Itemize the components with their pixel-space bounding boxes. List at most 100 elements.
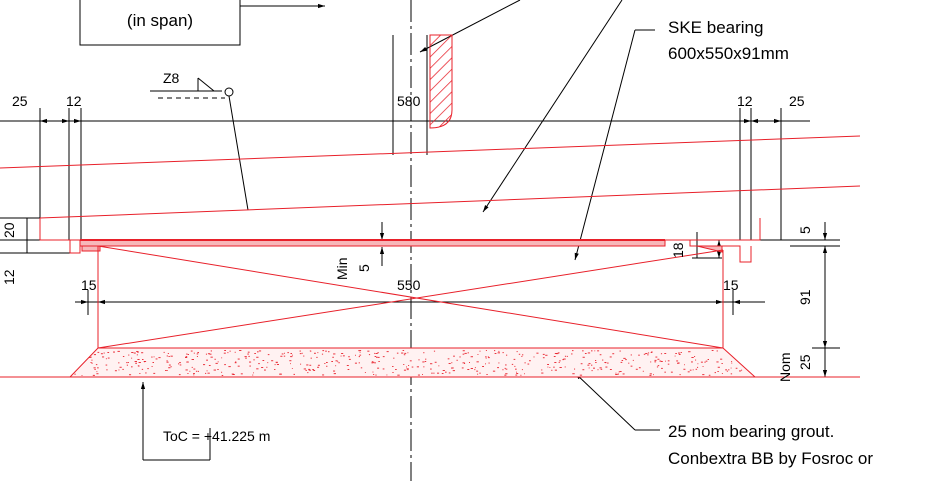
dim-18: 18 — [670, 242, 686, 258]
grout-speck — [193, 373, 195, 374]
grout-speck — [582, 369, 585, 371]
grout-speck — [93, 354, 96, 356]
grout-speck — [467, 352, 469, 354]
grout-speck — [437, 372, 440, 374]
grout-speck — [165, 370, 167, 371]
grout-speck — [205, 372, 207, 374]
grout-speck — [252, 374, 254, 376]
grout-speck — [166, 370, 168, 371]
grout-speck — [676, 360, 679, 362]
grout-speck — [505, 373, 508, 375]
grout-speck — [237, 358, 240, 360]
grout-speck — [155, 358, 158, 360]
grout-speck — [579, 374, 583, 376]
grout-speck — [574, 368, 576, 370]
grout-speck — [248, 355, 250, 357]
grout-speck — [554, 353, 558, 354]
grout-speck — [291, 368, 293, 369]
grout-speck — [185, 369, 188, 371]
grout-speck — [187, 373, 189, 374]
grout-speck — [137, 359, 140, 360]
grout-speck — [355, 354, 356, 356]
grout-speck — [168, 364, 171, 366]
grout-speck — [305, 369, 307, 371]
grout-speck — [607, 362, 609, 364]
grout-speck — [476, 361, 479, 363]
grout-speck — [107, 352, 110, 353]
grout-speck — [247, 353, 249, 355]
dim-left-15: 15 — [81, 277, 97, 293]
grout-speck — [306, 364, 309, 366]
grout-speck — [691, 361, 693, 363]
label-grout-line2: Conbextra BB by Fosroc or — [668, 449, 873, 468]
grout-speckle — [74, 350, 743, 376]
grout-speck — [152, 362, 154, 363]
grout-speck — [360, 367, 363, 369]
grout-speck — [705, 360, 708, 362]
grout-speck — [485, 356, 487, 358]
grout-speck — [655, 356, 658, 358]
grout-speck — [166, 360, 168, 362]
grout-speck — [231, 373, 234, 375]
grout-speck — [244, 356, 247, 358]
grout-speck — [597, 369, 599, 371]
grout-speck — [386, 351, 389, 353]
grout-speck — [623, 357, 626, 359]
dim-center-550: 550 — [397, 277, 421, 293]
grout-speck — [256, 356, 259, 358]
grout-speck — [96, 373, 99, 375]
grout-speck — [494, 353, 497, 354]
grout-speck — [697, 363, 699, 365]
grout-speck — [382, 368, 385, 370]
grout-speck — [695, 368, 698, 370]
grout-speck — [135, 362, 137, 364]
grout-speck — [726, 370, 728, 372]
grout-speck — [301, 352, 303, 354]
grout-speck — [374, 362, 376, 364]
grout-speck — [513, 358, 516, 360]
grout-speck — [434, 361, 437, 363]
grout-speck — [131, 352, 134, 353]
grout-speck — [679, 374, 681, 376]
grout-speck — [667, 360, 670, 362]
label-min: Min — [334, 257, 350, 280]
dim-right-15: 15 — [723, 277, 739, 293]
grout-speck — [741, 369, 743, 371]
grout-speck — [494, 350, 496, 352]
grout-speck — [522, 354, 524, 356]
grout-speck — [358, 362, 360, 364]
grout-speck — [451, 362, 453, 364]
grout-speck — [193, 352, 195, 354]
grout-speck — [425, 358, 427, 360]
grout-speck — [281, 353, 284, 355]
grout-speck — [139, 373, 141, 374]
grout-speck — [564, 366, 566, 368]
grout-speck — [126, 364, 128, 366]
grout-speck — [477, 373, 479, 375]
grout-speck — [95, 364, 98, 366]
grout-speck — [290, 353, 292, 354]
grout-speck — [280, 355, 283, 357]
grout-speck — [129, 374, 132, 376]
grout-speck — [422, 361, 425, 363]
grout-speck — [293, 373, 295, 375]
grout-speck — [185, 357, 188, 358]
grout-speck — [617, 373, 619, 375]
dim-top-center-580: 580 — [397, 93, 421, 109]
grout-speck — [274, 369, 276, 370]
grout-speck — [287, 352, 289, 354]
grout-speck — [215, 362, 218, 364]
grout-speck — [549, 367, 551, 368]
dim-top-right-25: 25 — [789, 93, 805, 109]
grout-speck — [721, 363, 723, 364]
grout-speck — [299, 353, 302, 355]
grout-speck — [433, 372, 435, 374]
grout-speck — [141, 368, 144, 370]
grout-speck — [730, 367, 732, 369]
dim-top-left-12: 12 — [66, 93, 82, 109]
grout-speck — [234, 351, 236, 353]
grout-speck — [333, 353, 336, 355]
label-grout-line1: 25 nom bearing grout. — [668, 422, 834, 441]
grout-speck — [375, 374, 377, 376]
